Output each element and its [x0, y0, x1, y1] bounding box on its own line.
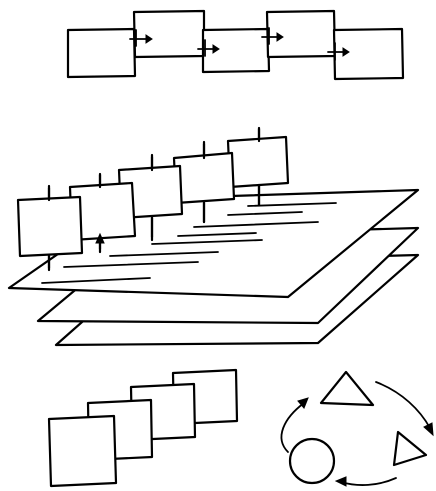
triangle-icon [392, 430, 428, 467]
cycle-arrow-icon [280, 397, 309, 453]
post-frame-1 [16, 195, 84, 258]
chain-frame-5 [332, 27, 405, 81]
deck-frame-1 [47, 414, 118, 488]
circle-icon [288, 437, 336, 485]
triangle-icon [319, 370, 375, 407]
post-frame-5 [226, 135, 290, 189]
chain-connector-1 [129, 29, 153, 47]
cycle-arrow-icon [375, 381, 434, 437]
chain-connector-4 [327, 42, 350, 61]
chain-frame-1 [66, 27, 137, 79]
sheet-text-lines [41, 202, 337, 284]
chain-connector-3 [261, 27, 284, 45]
sheet-stack [7, 126, 420, 347]
shape-cycle [280, 370, 434, 487]
chain-frame-2 [132, 9, 206, 59]
post-frame-4 [172, 151, 236, 205]
chain-frame-3 [201, 27, 271, 74]
chain-connector-2 [197, 39, 220, 57]
post-arrow-icon [95, 232, 105, 244]
frame-chain [66, 9, 405, 81]
cycle-arrow-icon [334, 476, 397, 487]
frame-deck [47, 368, 239, 488]
